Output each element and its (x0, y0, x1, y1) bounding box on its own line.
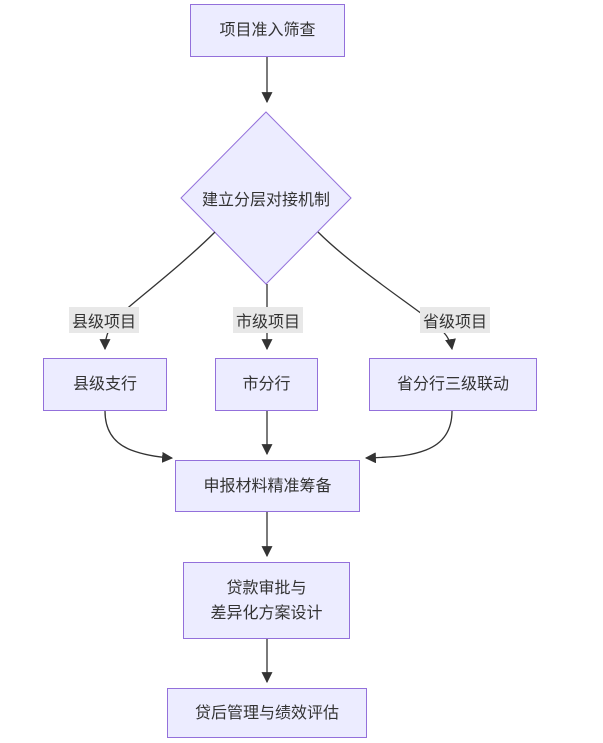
edge-label-province-project: 省级项目 (419, 307, 491, 333)
node-county-subbranch: 县级支行 (43, 358, 167, 411)
edge-label-city-project: 市级项目 (232, 307, 304, 333)
node-provincial-branch-linkage: 省分行三级联动 (369, 358, 537, 411)
edge-province-branch-to-materials (364, 410, 453, 464)
node-city-branch: 市分行 (215, 358, 318, 411)
node-loan-approval-design: 贷款审批与 差异化方案设计 (183, 562, 350, 639)
decision-diamond-shape (180, 111, 352, 285)
node-loan-approval-design-label: 贷款审批与 差异化方案设计 (210, 579, 323, 622)
node-provincial-branch-linkage-label: 省分行三级联动 (396, 376, 509, 393)
node-project-screening: 项目准入筛查 (190, 4, 345, 57)
node-decision-label: 建立分层对接机制 (201, 192, 331, 209)
node-postloan-management-label: 贷后管理与绩效评估 (194, 704, 339, 722)
node-city-branch-label: 市分行 (242, 376, 291, 393)
node-application-materials: 申报材料精准筹备 (175, 460, 360, 512)
edge-county-branch-to-materials (104, 410, 174, 463)
edge-label-county-project: 县级项目 (68, 307, 140, 333)
node-project-screening-label: 项目准入筛查 (219, 22, 316, 39)
node-county-subbranch-label: 县级支行 (72, 376, 137, 393)
edge-decision-to-province-branch (317, 231, 456, 351)
node-postloan-management: 贷后管理与绩效评估 (167, 688, 367, 738)
node-application-materials-label: 申报材料精准筹备 (203, 477, 332, 495)
